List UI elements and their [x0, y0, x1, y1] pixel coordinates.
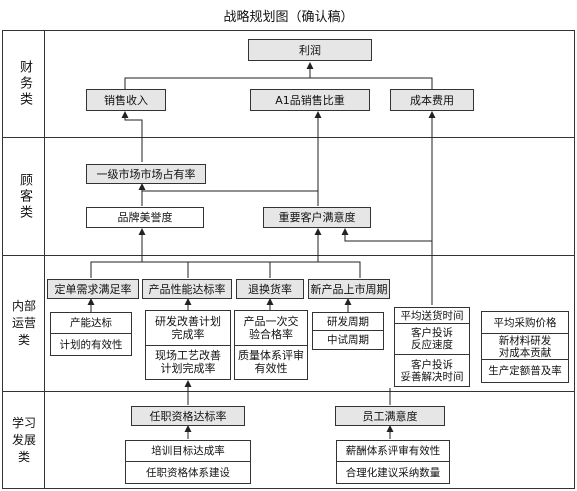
- node-new-product-cycle: 新产品上市周期: [308, 279, 390, 299]
- node-qualification-system: 任职资格体系建设: [146, 466, 230, 479]
- node-capacity-standard: 产能达标: [51, 313, 131, 334]
- node-plan-effectiveness: 计划的有效性: [59, 338, 123, 351]
- node-cost: 成本费用: [390, 89, 474, 111]
- group-order-sub: 产能达标 计划的有效性: [50, 312, 132, 356]
- group-qualification-sub: 培训目标达成率 任职资格体系建设: [125, 440, 251, 484]
- node-first-pass-rate: 产品一次交验合格率: [235, 311, 307, 346]
- link-share-to-sales: [121, 111, 143, 162]
- group-return-sub: 产品一次交验合格率 质量体系评审有效性: [234, 310, 308, 380]
- node-rd-plan-completion: 研发改善计划完成率: [146, 311, 230, 346]
- node-complaint-resolution: 客户投诉妥善解决时间: [400, 358, 464, 383]
- node-qualification-rate: 任职资格达标率: [131, 406, 245, 426]
- node-employee-satisfaction: 员工满意度: [335, 406, 445, 426]
- node-pilot-cycle: 中试周期: [327, 334, 369, 346]
- node-order-fulfilment-rate: 定单需求满足率: [47, 279, 139, 299]
- section-label-internal: 内部运营类: [11, 299, 36, 347]
- node-pay-system-review: 薪酬体系评审有效性: [337, 441, 449, 462]
- node-avg-delivery-time: 平均送货时间: [395, 308, 469, 324]
- outer-frame: [2, 30, 575, 489]
- group-satisfaction-sub: 薪酬体系评审有效性 合理化建议采纳数量: [336, 440, 450, 484]
- node-rd-cycle: 研发周期: [313, 313, 383, 331]
- node-performance-rate: 产品性能达标率: [142, 279, 232, 299]
- node-new-material-contribution: 新材料研发对成本贡献: [482, 334, 568, 360]
- node-quality-review: 质量体系评审有效性: [238, 349, 304, 376]
- section-label-learning: 学习发展类: [11, 415, 36, 464]
- node-training-goal-rate: 培训目标达成率: [126, 441, 250, 462]
- node-market-share: 一级市场市场占有率: [86, 164, 206, 184]
- node-key-customer-satisfaction: 重要客户满意度: [263, 207, 371, 228]
- node-return-rate: 退换货率: [236, 279, 304, 299]
- group-delivery-complaints: 平均送货时间 客户投诉反应速度 客户投诉妥善解决时间: [394, 307, 470, 387]
- node-suggestions-adopted: 合理化建议采纳数量: [345, 466, 441, 479]
- link-internal-bus: [90, 261, 361, 278]
- group-new-product-sub: 研发周期 中试周期: [312, 312, 384, 350]
- group-purchasing: 平均采购价格 新材料研发对成本贡献 生产定额普及率: [481, 311, 569, 383]
- link-delivery-to-satisfaction: [341, 228, 433, 305]
- node-brand-reputation: 品牌美誉度: [86, 207, 204, 228]
- link-learning-up: [187, 392, 391, 405]
- section-label-finance: 财务类: [17, 60, 32, 108]
- node-process-plan-completion: 现场工艺改善计划完成率: [155, 349, 221, 376]
- node-a1-sales-ratio: A1品销售比重: [250, 89, 370, 111]
- link-satisfaction-to-share: [142, 190, 319, 206]
- node-profit: 利润: [248, 39, 372, 61]
- node-complaint-response: 客户投诉反应速度: [395, 324, 469, 355]
- link-finance-bus: [124, 77, 433, 89]
- node-quota-coverage: 生产定额普及率: [488, 365, 562, 377]
- page-title: 战略规划图（确认稿）: [223, 9, 354, 25]
- group-performance-sub: 研发改善计划完成率 现场工艺改善计划完成率: [145, 310, 231, 380]
- node-avg-purchase-price: 平均采购价格: [482, 312, 568, 334]
- section-label-customer: 顾客类: [17, 172, 32, 221]
- node-sales-income: 销售收入: [86, 89, 166, 111]
